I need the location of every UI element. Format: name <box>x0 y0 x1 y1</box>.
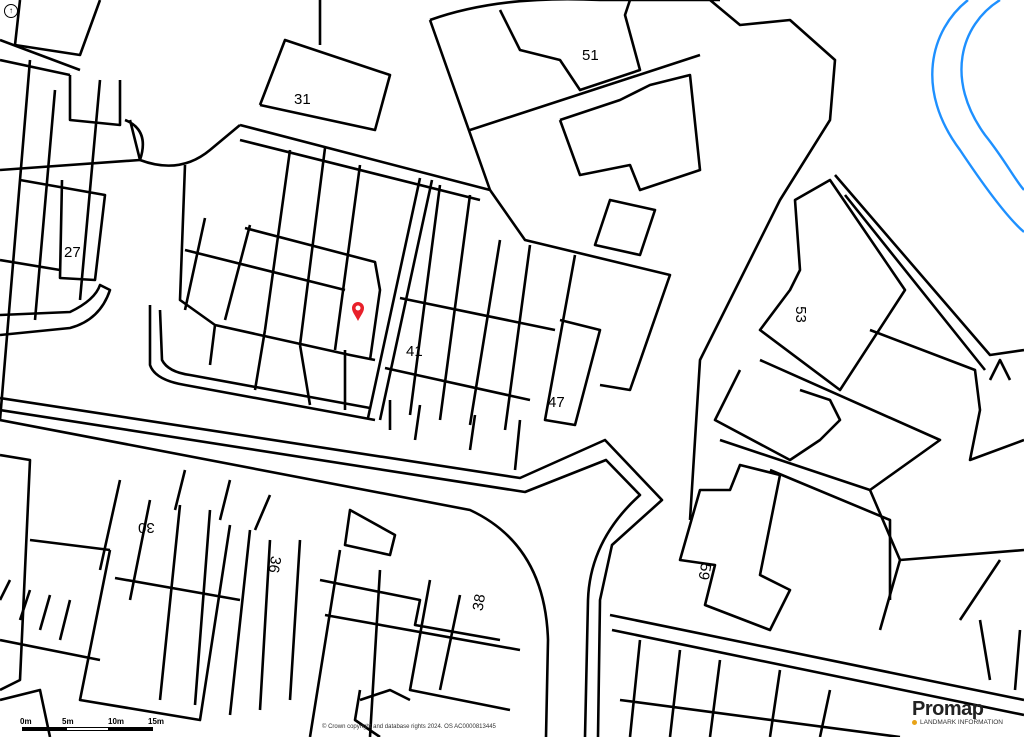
plot-label-36: 36 <box>264 554 285 575</box>
plot-label-31: 31 <box>294 91 311 108</box>
scale-segment <box>22 727 66 731</box>
road-east-2 <box>611 628 1024 717</box>
plot-label-38: 38 <box>469 592 490 613</box>
main-road-north-edge <box>0 396 664 737</box>
scale-segment <box>66 727 109 731</box>
logo-name: Promap <box>912 698 984 720</box>
scale-tick-label: 0m <box>20 717 32 726</box>
logo-dot-icon <box>912 720 917 725</box>
plot-label-41: 41 <box>406 343 423 360</box>
scale-segment <box>109 727 153 731</box>
copyright-notice: © Crown copyright and database rights 20… <box>322 724 496 730</box>
north-arrow-icon: ↑ <box>4 4 18 18</box>
promap-logo: Promap LANDMARK INFORMATION <box>912 698 1003 726</box>
inner-road <box>148 305 376 422</box>
river-bank-inner <box>960 0 1024 191</box>
scale-tick-label: 15m <box>148 717 165 726</box>
cul-de-sac <box>0 283 112 337</box>
road-east <box>609 613 1024 702</box>
plot-label-51: 51 <box>582 47 599 64</box>
main-road-south-edge <box>0 418 550 737</box>
plot-label-27: 27 <box>64 244 81 261</box>
inner-road-2 <box>158 309 371 410</box>
plot-label-47: 47 <box>548 394 565 411</box>
scale-tick-label: 10m <box>108 717 125 726</box>
logo-tagline: LANDMARK INFORMATION <box>920 719 1003 726</box>
road-branch-edge <box>0 408 642 737</box>
river-bank-outer <box>931 0 1024 233</box>
scale-bar: 0m 5m 10m 15m <box>20 717 164 733</box>
plot-label-59: 59 <box>694 561 715 582</box>
plot-label-30: 30 <box>138 519 155 536</box>
plot-label-53: 53 <box>791 306 809 323</box>
scale-tick-label: 5m <box>62 717 74 726</box>
